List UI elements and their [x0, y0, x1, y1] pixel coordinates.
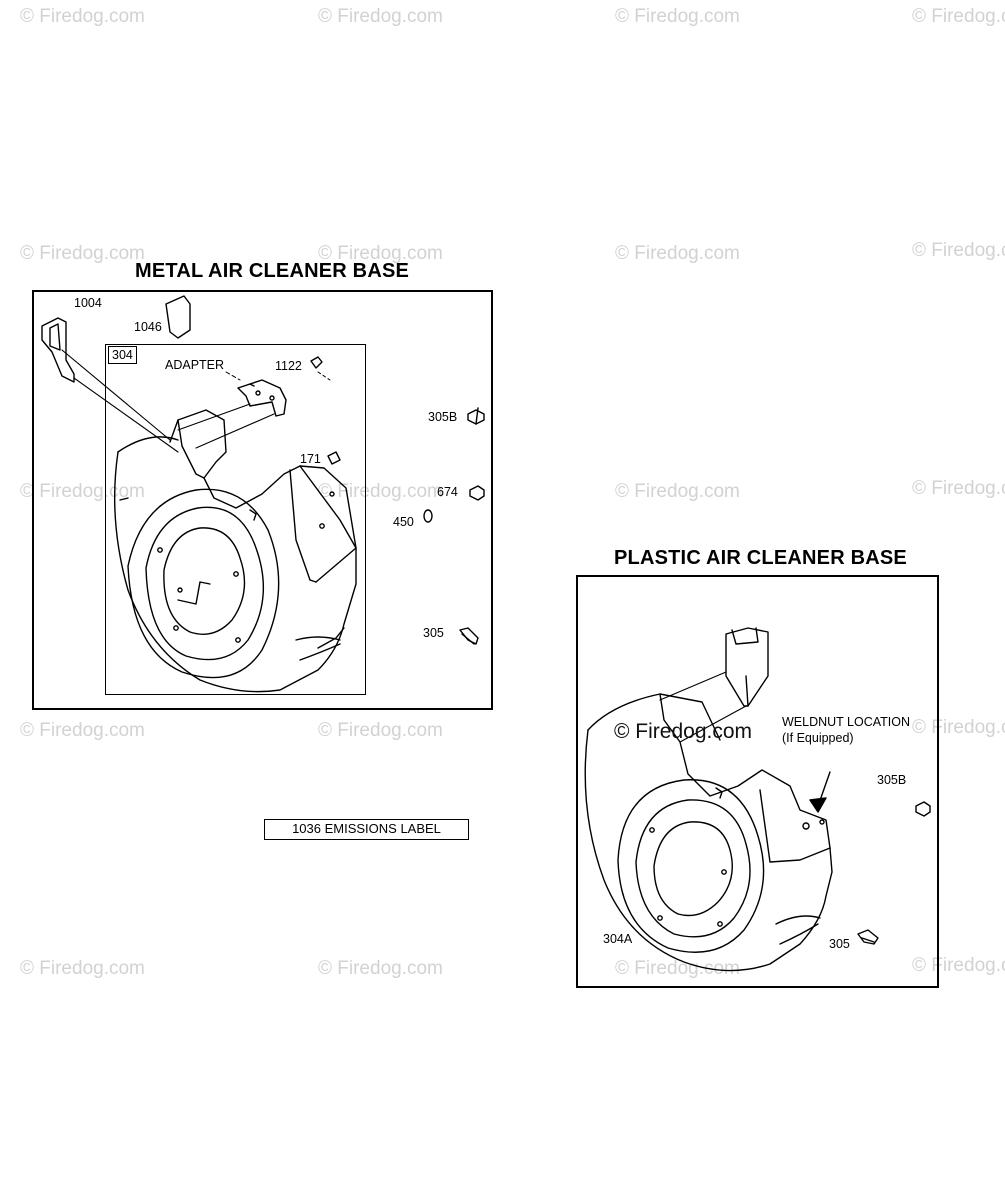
watermark: © Firedog.com: [20, 6, 145, 27]
watermark: © Firedog.com: [615, 958, 740, 979]
plastic-diagram-frame: [576, 575, 939, 988]
watermark: © Firedog.com: [318, 481, 443, 502]
watermark: © Firedog.com: [615, 243, 740, 264]
emissions-label-box: 1036 EMISSIONS LABEL: [264, 819, 469, 840]
part-1046-pad: [165, 295, 191, 339]
watermark: © Firedog.com: [912, 717, 1005, 738]
center-watermark: © Firedog.com: [614, 720, 753, 743]
part-304a-blower-housing: [584, 693, 833, 972]
weldnut-location-label: WELDNUT LOCATION: [782, 715, 911, 729]
part-label-674: 674: [437, 485, 458, 499]
watermark: © Firedog.com: [20, 243, 145, 264]
watermark: © Firedog.com: [318, 720, 443, 741]
part-171-screw: [327, 451, 341, 465]
watermark: © Firedog.com: [912, 6, 1005, 27]
part-label-305b: 305B: [428, 410, 458, 424]
metal-section-title: METAL AIR CLEANER BASE: [135, 260, 410, 282]
weldnut-note-label: (If Equipped): [782, 731, 854, 745]
watermark: © Firedog.com: [318, 958, 443, 979]
watermark: © Firedog.com: [20, 958, 145, 979]
watermark: © Firedog.com: [615, 481, 740, 502]
metal-group-frame: [105, 344, 366, 695]
part-674-bolt: [469, 485, 485, 501]
part-label-171: 171: [300, 452, 321, 466]
part-label-1004: 1004: [74, 296, 102, 310]
part-label-1122: 1122: [275, 359, 302, 373]
part-label-450: 450: [393, 515, 414, 529]
plastic-section-title: PLASTIC AIR CLEANER BASE: [614, 547, 907, 569]
watermark: © Firedog.com: [615, 6, 740, 27]
part-305b-bolt: [467, 407, 485, 425]
part-plastic-305b-bolt: [915, 801, 931, 817]
part-label-304a: 304A: [603, 932, 633, 946]
watermark: © Firedog.com: [20, 481, 145, 502]
part-1004-bracket: [41, 317, 75, 383]
part-305-bolt: [459, 627, 479, 645]
weldnut-arrow: [809, 771, 831, 813]
part-1122-nut: [310, 356, 323, 369]
metal-diagram-frame: [32, 290, 493, 710]
part-label-plastic-305b: 305B: [877, 773, 907, 787]
watermark: © Firedog.com: [912, 478, 1005, 499]
part-label-1046: 1046: [134, 320, 162, 334]
part-adapter: [237, 379, 287, 417]
group-tag-304: 304: [108, 346, 137, 364]
watermark: © Firedog.com: [912, 240, 1005, 261]
part-label-adapter: ADAPTER: [165, 358, 225, 372]
part-label-305: 305: [423, 626, 444, 640]
part-plastic-305-bolt: [857, 929, 879, 945]
watermark: © Firedog.com: [20, 720, 145, 741]
part-450-washer: [423, 509, 433, 523]
part-304-blower-housing: [113, 409, 357, 693]
part-label-plastic-305: 305: [829, 937, 850, 951]
watermark: © Firedog.com: [912, 955, 1005, 976]
watermark: © Firedog.com: [318, 243, 443, 264]
watermark: © Firedog.com: [318, 6, 443, 27]
